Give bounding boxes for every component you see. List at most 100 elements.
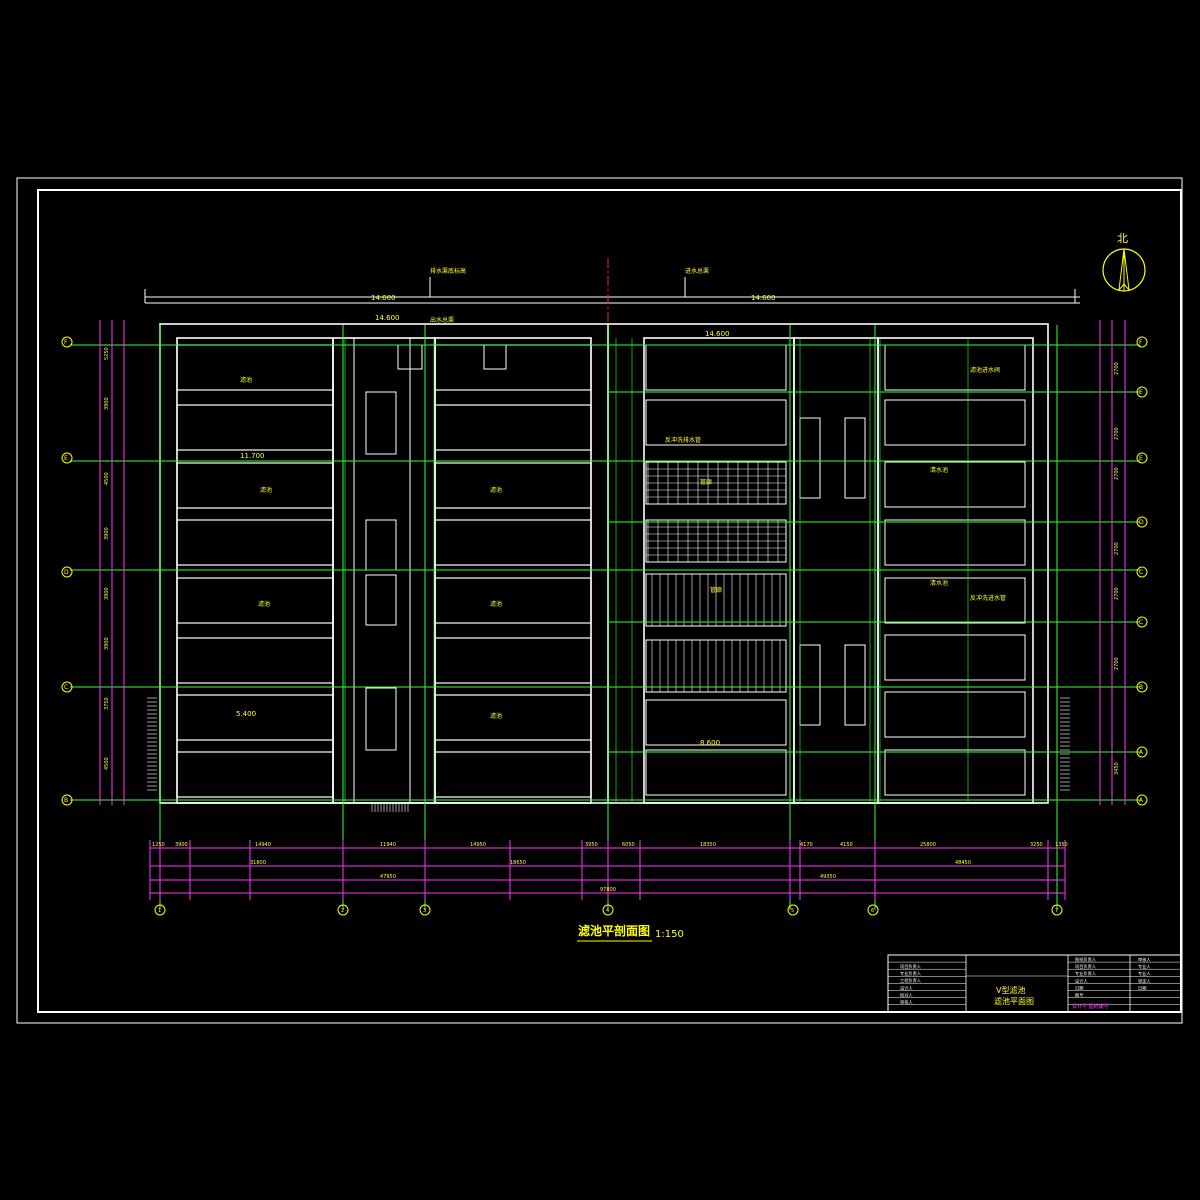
north-label: 北 (1117, 232, 1128, 245)
axis-bubble-icon (61, 794, 73, 806)
note-label: 排水渠底标高 (430, 267, 466, 275)
title-block-value: 日期 (1138, 985, 1146, 991)
axis-label: 6 (871, 908, 874, 914)
axis-bubble-icon (1136, 386, 1148, 398)
title-block-label: 项目负责人 (900, 963, 922, 970)
filter-cells-left (176, 344, 592, 798)
north-arrow-icon: 北 (1102, 232, 1146, 292)
title-block-label: 项目负责人 (1075, 963, 1097, 970)
axis-bubble-icon (61, 452, 73, 464)
axis-bubble-icon (1136, 746, 1148, 758)
title-block-label: 图号 (1075, 993, 1083, 999)
title-block-label: 工程负责人 (900, 977, 922, 984)
title-block: V型滤池 滤池平面图 设计号 图纸编号 项目负责人专业负责人工程负责人设计人校对… (887, 954, 1182, 1013)
axis-label: E (64, 455, 68, 462)
axis-label: F (64, 339, 68, 346)
elevation-label: 14.600 (705, 330, 730, 338)
title-block-value: 专业人 (1138, 970, 1151, 977)
note-label: 滤池进水阀 (970, 366, 1000, 374)
room-label: 滤池 (258, 600, 270, 608)
room-label: 清水池 (930, 579, 948, 587)
dimension-text: 2700 (1114, 657, 1120, 670)
dimension-text: 18350 (700, 842, 716, 848)
dimension-text: 3900 (104, 397, 110, 410)
axis-label: E (1139, 455, 1143, 462)
axis-label: 2 (341, 908, 344, 914)
elevation-label: 14.600 (371, 294, 396, 302)
title-block-label: 审核人 (900, 999, 913, 1006)
axis-label: D (1139, 519, 1144, 526)
dimension-text: 3900 (104, 527, 110, 540)
dimension-text: 4150 (840, 842, 853, 848)
dimension-text: 2700 (1114, 427, 1120, 440)
axis-label: 1 (158, 908, 161, 914)
title-block-subname: 滤池平面图 (994, 996, 1034, 1006)
title-block-value: 审定人 (1138, 977, 1151, 984)
title-block-label: 专业负责人 (1075, 970, 1097, 977)
dimension-text: 2700 (1114, 362, 1120, 375)
room-label: 滤池 (260, 486, 272, 494)
axis-label: C (64, 684, 68, 691)
axis-bubble-icon (1136, 616, 1148, 628)
dimension-text: 4500 (104, 472, 110, 485)
axis-bubble-icon (1136, 452, 1148, 464)
title-block-label: 图纸负责人 (1075, 956, 1097, 963)
axis-label: 5 (791, 908, 794, 914)
axis-bubble-icon (337, 904, 349, 916)
dimension-text: 3900 (104, 637, 110, 650)
dimension-text: 4170 (800, 842, 813, 848)
drawing-title: 滤池平剖面图 (578, 923, 650, 938)
dimension-text: 31800 (250, 860, 266, 866)
filter-media-grid (646, 461, 786, 692)
inner-border (37, 189, 1182, 1013)
top-reference-lines (144, 277, 1080, 304)
dimension-text: 18650 (510, 860, 526, 866)
axis-bubble-icon (61, 566, 73, 578)
axis-label: A (1139, 749, 1144, 756)
axis-bubble-icon (1136, 516, 1148, 528)
title-block-label: 专业负责人 (900, 970, 922, 977)
axis-label: B (64, 797, 68, 804)
title-block-name: V型滤池 (996, 985, 1025, 995)
dimension-text: 6050 (622, 842, 635, 848)
axis-bubble-icon (419, 904, 431, 916)
dimension-text-row2: 31800 18650 48450 (250, 860, 971, 866)
dimension-text: 5250 (104, 347, 110, 360)
dimension-text: 4500 (104, 757, 110, 770)
room-label: 滤池 (240, 376, 252, 384)
dimension-text: 14940 (255, 842, 271, 848)
axis-label: D (64, 569, 69, 576)
dimension-text: 11940 (380, 842, 396, 848)
axis-bubble-icon (61, 681, 73, 693)
elevation-label: 5.400 (236, 710, 256, 718)
elevation-label: 8.600 (700, 739, 720, 747)
title-block-value: 审核人 (1138, 956, 1151, 963)
axis-label: B (1139, 684, 1143, 691)
dimension-text: 3900 (104, 587, 110, 600)
room-label: 管廊 (710, 586, 722, 594)
room-label: 滤池 (490, 712, 502, 720)
elevation-label: 14.600 (751, 294, 776, 302)
axis-label: C (1139, 569, 1143, 576)
axis-bubble-icon (154, 904, 166, 916)
elevation-label: 14.600 (375, 314, 400, 322)
axis-label: F (1139, 339, 1143, 346)
title-block-value: 专业人 (1138, 963, 1151, 970)
dimension-text: 14950 (470, 842, 486, 848)
title-block-footer: 设计号 图纸编号 (1072, 1003, 1109, 1010)
dimension-text: 2700 (1114, 587, 1120, 600)
title-block-label: 设计人 (900, 984, 913, 991)
axis-bubble-icon (1136, 794, 1148, 806)
dimension-text: 3950 (585, 842, 598, 848)
dimension-text: 48450 (955, 860, 971, 866)
note-label: 进水总渠 (685, 267, 709, 275)
dimension-text: 1350 (1055, 842, 1068, 848)
dimension-text: 2700 (1114, 542, 1120, 555)
note-label: 出水总渠 (430, 316, 454, 324)
axis-label: 4 (606, 908, 609, 914)
axis-label: E (1139, 389, 1143, 396)
axis-bubble-icon (61, 336, 73, 348)
